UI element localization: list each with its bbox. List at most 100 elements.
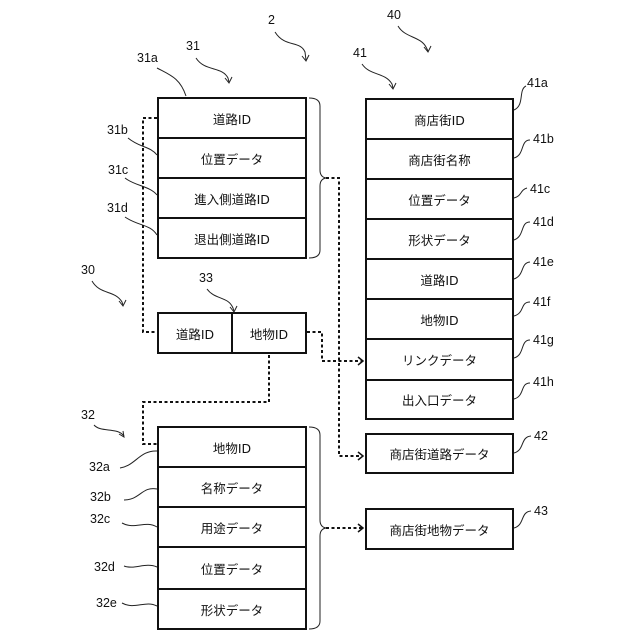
table-33-link: 道路ID 地物ID (157, 312, 307, 354)
row-41h: 出入口データ (367, 381, 512, 418)
leader-40 (398, 26, 428, 51)
leader-41e (514, 262, 530, 279)
ref-label-41b: 41b (533, 133, 554, 146)
leader-31d (125, 217, 157, 235)
box-label: 商店街道路データ (389, 444, 489, 463)
leader-31a (157, 68, 186, 96)
ref-label-32a: 32a (89, 461, 110, 474)
leader-43 (514, 511, 531, 528)
ref-label-43: 43 (534, 505, 548, 518)
row-label: 商店街名称 (408, 150, 471, 169)
leader-32c (122, 523, 157, 527)
ref-label-41: 41 (353, 47, 367, 60)
row-32c: 用途データ (159, 508, 305, 548)
leader-41g (514, 340, 530, 358)
row-31c: 進入側道路ID (159, 179, 305, 219)
box-42-street-road-data: 商店街道路データ (365, 433, 514, 474)
leader-31-arrowhead (225, 77, 232, 83)
row-32e: 形状データ (159, 590, 305, 628)
table-32-feature-data: 地物ID 名称データ 用途データ 位置データ 形状データ (157, 426, 307, 630)
leader-32d (124, 565, 157, 567)
row-label: 形状データ (201, 600, 264, 619)
ref-label-32: 32 (81, 409, 95, 422)
leader-41a (514, 86, 526, 110)
row-label: 用途データ (201, 518, 264, 537)
row-41e: 道路ID (367, 260, 512, 300)
row-label: 位置データ (201, 559, 264, 578)
row-label: 形状データ (408, 230, 471, 249)
leader-32a (120, 451, 157, 468)
row-32a: 地物ID (159, 428, 305, 468)
ref-label-31a: 31a (137, 52, 158, 65)
ref-label-41e: 41e (533, 256, 554, 269)
row-label: 道路ID (420, 270, 458, 289)
leader-30 (92, 281, 123, 305)
box-label: 商店街地物データ (389, 520, 489, 539)
dashed-link-33-to-41g (307, 332, 362, 361)
row-41f: 地物ID (367, 300, 512, 340)
row-label: 進入側道路ID (194, 189, 270, 208)
ref-label-31: 31 (186, 40, 200, 53)
leader-40-arrowhead (424, 46, 431, 52)
leader-33 (207, 289, 234, 311)
leader-30-arrowhead (119, 300, 126, 306)
arrowhead-to-41g (358, 357, 363, 365)
row-31d: 退出側道路ID (159, 219, 305, 257)
leader-31 (196, 58, 229, 82)
row-label: 退出側道路ID (194, 229, 270, 248)
dashed-link-31-to-42 (326, 178, 362, 456)
ref-label-32e: 32e (96, 597, 117, 610)
ref-label-41c: 41c (530, 183, 550, 196)
brace-31 (309, 98, 326, 258)
row-label: 地物ID (213, 438, 251, 457)
leader-42 (514, 436, 531, 453)
cell-33-feature-id: 地物ID (233, 314, 305, 352)
ref-label-41g: 41g (533, 334, 554, 347)
ref-label-31d: 31d (107, 202, 128, 215)
row-32b: 名称データ (159, 468, 305, 508)
leader-41-arrowhead (389, 83, 396, 89)
row-label: 位置データ (408, 190, 471, 209)
brace-32 (309, 427, 326, 629)
leader-32e (122, 603, 157, 606)
leader-41b (514, 140, 530, 158)
dashed-link-31-to-33 (143, 118, 157, 332)
table-41-shopping-street-data: 商店街ID 商店街名称 位置データ 形状データ 道路ID 地物ID リンクデータ… (365, 98, 514, 420)
row-label: リンクデータ (402, 350, 477, 369)
row-41b: 商店街名称 (367, 140, 512, 180)
row-41a: 商店街ID (367, 100, 512, 140)
row-label: 名称データ (201, 478, 264, 497)
leader-41f (514, 302, 530, 316)
row-label: 位置データ (201, 149, 264, 168)
leader-32b (124, 489, 157, 500)
ref-label-30: 30 (81, 264, 95, 277)
ref-label-40: 40 (387, 9, 401, 22)
ref-label-42: 42 (534, 430, 548, 443)
row-label: 道路ID (213, 109, 251, 128)
arrowhead-to-43 (358, 524, 363, 532)
leader-2 (275, 32, 306, 60)
leader-32 (94, 425, 124, 436)
ref-label-31c: 31c (108, 164, 128, 177)
row-label: 出入口データ (402, 390, 477, 409)
ref-label-41f: 41f (533, 296, 550, 309)
row-41d: 形状データ (367, 220, 512, 260)
ref-label-41d: 41d (533, 216, 554, 229)
leader-41d (514, 222, 530, 240)
table-31-road-data: 道路ID 位置データ 進入側道路ID 退出側道路ID (157, 97, 307, 259)
ref-label-32c: 32c (90, 513, 110, 526)
row-41g: リンクデータ (367, 340, 512, 381)
row-31a: 道路ID (159, 99, 305, 139)
cell-label: 道路ID (176, 324, 214, 343)
cell-33-road-id: 道路ID (159, 314, 233, 352)
leader-41h (514, 383, 530, 399)
row-32d: 位置データ (159, 548, 305, 590)
row-label: 地物ID (420, 310, 458, 329)
leader-41c (514, 188, 527, 198)
cell-label: 地物ID (250, 324, 288, 343)
leader-31b (128, 138, 157, 155)
leader-41 (362, 64, 393, 88)
ref-label-41h: 41h (533, 376, 554, 389)
ref-label-32d: 32d (94, 561, 115, 574)
